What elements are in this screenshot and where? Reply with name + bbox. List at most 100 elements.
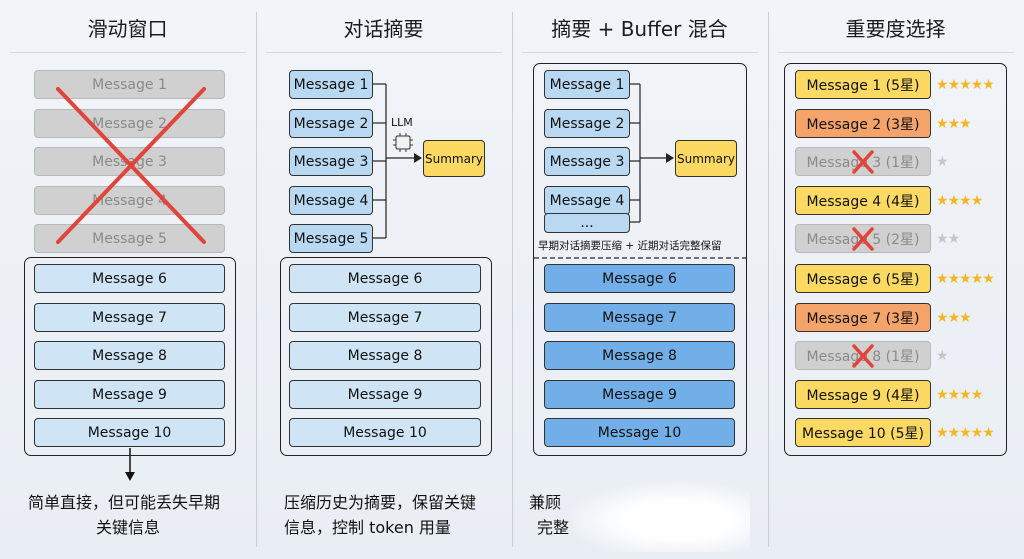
star-icon: ★ (936, 231, 949, 247)
importance-message: Message 10 (5星) (795, 418, 931, 447)
chip-icon (393, 133, 413, 152)
kept-message: Message 8 (289, 341, 481, 370)
star-icon: ★ (959, 425, 972, 441)
star-rating: ★★★★ (936, 387, 984, 403)
kept-message: Message 7 (544, 303, 735, 332)
column-divider-2 (512, 12, 513, 547)
input-message: Message 5 (289, 224, 373, 253)
importance-panel: 重要度选择 Message 1 (5星)★★★★★Message 2 (3星)★… (768, 0, 1023, 559)
star-icon: ★ (936, 425, 949, 441)
sliding-note: 简单直接，但可能丢失早期 关键信息 (28, 490, 252, 540)
big-cross-icon (56, 87, 206, 481)
divider-label: 早期对话摘要压缩 + 近期对话完整保留 (538, 240, 722, 252)
importance-title: 重要度选择 (845, 17, 946, 41)
hybrid-frame (533, 63, 747, 456)
summary-note-line: 信息，控制 token 用量 (284, 518, 451, 537)
kept-message: Message 9 (289, 380, 481, 409)
column-divider-3 (768, 12, 769, 547)
star-icon: ★ (970, 77, 984, 93)
hybrid-note-line: 兼顾 (529, 493, 562, 512)
kept-message: Message 6 (289, 264, 481, 293)
hybrid-connector (534, 83, 746, 259)
importance-message: Message 9 (4星) (795, 380, 931, 409)
star-icon: ★ (936, 310, 949, 326)
star-icon: ★ (959, 387, 972, 403)
star-icon: ★ (947, 387, 961, 403)
star-icon: ★ (959, 310, 972, 326)
star-rating: ★★★★★ (936, 425, 995, 441)
header-divider-3 (522, 52, 758, 53)
importance-message: Message 2 (3星) (795, 109, 931, 138)
star-icon: ★ (947, 271, 961, 287)
star-rating: ★★★★★ (936, 271, 995, 287)
header-divider-2 (266, 52, 502, 53)
summary-connector (373, 83, 422, 239)
kept-message: Message 7 (289, 303, 481, 332)
kept-message: Message 10 (544, 418, 735, 447)
star-icon: ★ (936, 387, 949, 403)
kept-message: Message 6 (544, 264, 735, 293)
input-message: Message 1 (289, 70, 373, 99)
sliding-window-panel: 滑动窗口 Message 1 Message 2 Message 3 Messa… (0, 0, 255, 559)
kept-message: Message 10 (34, 418, 225, 447)
dropped-message: Message 2 (34, 109, 225, 138)
hybrid-note: 兼顾 完整 (529, 490, 589, 540)
watermark-fade (570, 482, 750, 552)
star-rating: ★★ (936, 231, 960, 247)
kept-message: Message 10 (289, 418, 481, 447)
summary-panel: 对话摘要 Message 1 Message 2 Message 3 Messa… (256, 0, 511, 559)
kept-message: Message 7 (34, 303, 225, 332)
buffer-frame (280, 257, 492, 456)
star-rating: ★★★★★ (936, 77, 995, 93)
star-icon: ★ (982, 425, 995, 441)
input-message: Message 2 (289, 109, 373, 138)
star-icon: ★ (936, 154, 949, 170)
summary-box: Summary (675, 140, 737, 177)
llm-label: LLM (391, 116, 413, 129)
input-message: Message 1 (544, 70, 630, 99)
star-icon: ★ (959, 271, 972, 287)
star-icon: ★ (947, 77, 961, 93)
star-icon: ★ (970, 271, 984, 287)
importance-message: Message 6 (5星) (795, 264, 931, 293)
importance-message: Message 1 (5星) (795, 70, 931, 99)
input-message: Message 4 (544, 186, 630, 215)
star-rating: ★ (936, 154, 949, 170)
kept-message: Message 9 (544, 380, 735, 409)
star-icon: ★ (970, 425, 984, 441)
star-rating: ★★★ (936, 116, 972, 132)
input-message: Message 4 (289, 186, 373, 215)
window-frame (24, 257, 236, 456)
star-icon: ★ (936, 271, 949, 287)
cross-icon (852, 150, 874, 174)
importance-frame (784, 63, 1007, 456)
sliding-note-line: 关键信息 (96, 518, 161, 537)
header-divider-1 (10, 52, 246, 53)
ellipsis-message: ... (544, 213, 630, 233)
summary-title: 对话摘要 (343, 17, 424, 41)
input-message: Message 2 (544, 109, 630, 138)
header-divider-4 (778, 52, 1014, 53)
star-icon: ★ (936, 193, 949, 209)
summary-note-line: 压缩历史为摘要，保留关键 (284, 493, 477, 512)
importance-message: Message 7 (3星) (795, 303, 931, 332)
star-rating: ★★★ (936, 310, 972, 326)
dropped-message: Message 4 (34, 186, 225, 215)
summary-box: Summary (423, 140, 485, 177)
star-icon: ★ (936, 348, 949, 364)
cross-icon (852, 227, 874, 251)
column-divider-1 (256, 12, 257, 547)
input-message: Message 3 (544, 147, 630, 176)
star-icon: ★ (936, 77, 949, 93)
star-rating: ★ (936, 348, 949, 364)
star-icon: ★ (982, 271, 995, 287)
kept-message: Message 6 (34, 264, 225, 293)
star-icon: ★ (959, 77, 972, 93)
star-icon: ★ (959, 193, 972, 209)
star-icon: ★ (970, 387, 984, 403)
hybrid-title: 摘要 + Buffer 混合 (551, 17, 728, 41)
star-icon: ★ (982, 77, 995, 93)
cross-icon (852, 344, 874, 368)
kept-message: Message 8 (544, 341, 735, 370)
importance-message: Message 4 (4星) (795, 186, 931, 215)
